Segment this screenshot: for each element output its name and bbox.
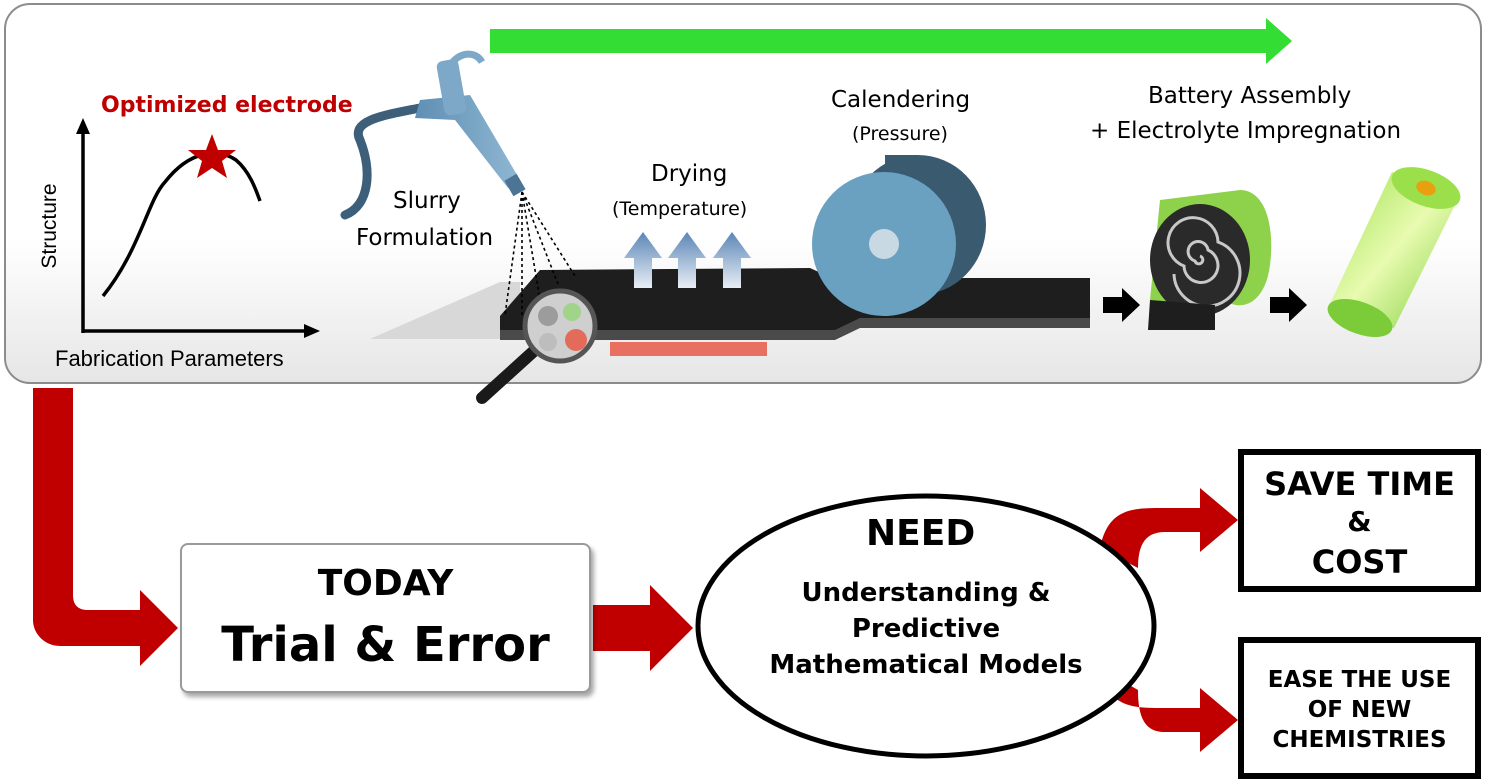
need-ellipse <box>695 493 1157 759</box>
flow-arrow-panel-to-today <box>33 388 178 666</box>
cylinder-battery-icon <box>1327 167 1461 338</box>
save-time-line3: COST <box>1311 543 1408 581</box>
progress-arrow <box>490 18 1292 64</box>
optimization-curve <box>101 151 262 298</box>
today-box: TODAY Trial & Error <box>180 543 591 693</box>
save-time-box: SAVE TIME & COST <box>1238 449 1481 592</box>
ease-line1: EASE THE USE <box>1267 667 1452 693</box>
step-arrow-1 <box>1103 288 1140 322</box>
spray-cone <box>504 191 576 316</box>
need-label: NEED <box>866 513 976 554</box>
today-text: Trial & Error <box>221 617 550 673</box>
flow-arrows <box>33 388 1238 752</box>
drying-label: Drying <box>651 161 728 187</box>
calendering-param-label: (Pressure) <box>852 123 948 145</box>
heater-bar <box>610 342 767 356</box>
ease-line3: CHEMISTRIES <box>1272 727 1447 753</box>
assembly-label-line2: + Electrolyte Impregnation <box>1090 118 1402 144</box>
slurry-label-line1: Slurry <box>393 188 461 214</box>
heat-arrows <box>624 232 751 288</box>
need-line1: Understanding & <box>801 578 1051 608</box>
optimum-star-icon <box>188 134 236 178</box>
peak-label: Optimized electrode <box>101 93 353 118</box>
calender-roller-icon <box>812 155 986 316</box>
y-axis-label: Structure <box>38 183 61 269</box>
drying-param-label: (Temperature) <box>612 198 748 220</box>
magnifier-icon <box>476 288 598 404</box>
need-line3: Mathematical Models <box>769 650 1083 680</box>
substrate-shadow <box>370 282 520 339</box>
ease-line2: OF NEW <box>1307 697 1412 723</box>
graph-axes <box>76 118 320 338</box>
calendering-label: Calendering <box>831 87 971 113</box>
slurry-label-line2: Formulation <box>356 225 494 251</box>
jelly-roll-icon <box>1148 190 1272 330</box>
ease-chemistries-box: EASE THE USE OF NEW CHEMISTRIES <box>1238 637 1481 779</box>
today-label: TODAY <box>317 563 454 604</box>
save-time-line2: & <box>1347 505 1372 538</box>
step-arrow-2 <box>1270 288 1307 322</box>
flow-arrow-need-to-ease <box>1100 668 1238 752</box>
x-axis-label: Fabrication Parameters <box>55 346 284 371</box>
spray-gun-icon <box>340 50 526 220</box>
electrode-edge <box>500 318 1090 340</box>
flow-arrow-today-to-need <box>593 585 693 671</box>
flow-arrow-need-to-savetime <box>1100 488 1238 568</box>
need-line2: Predictive <box>851 614 1001 644</box>
save-time-line1: SAVE TIME <box>1264 465 1455 503</box>
assembly-label-line1: Battery Assembly <box>1148 83 1352 109</box>
